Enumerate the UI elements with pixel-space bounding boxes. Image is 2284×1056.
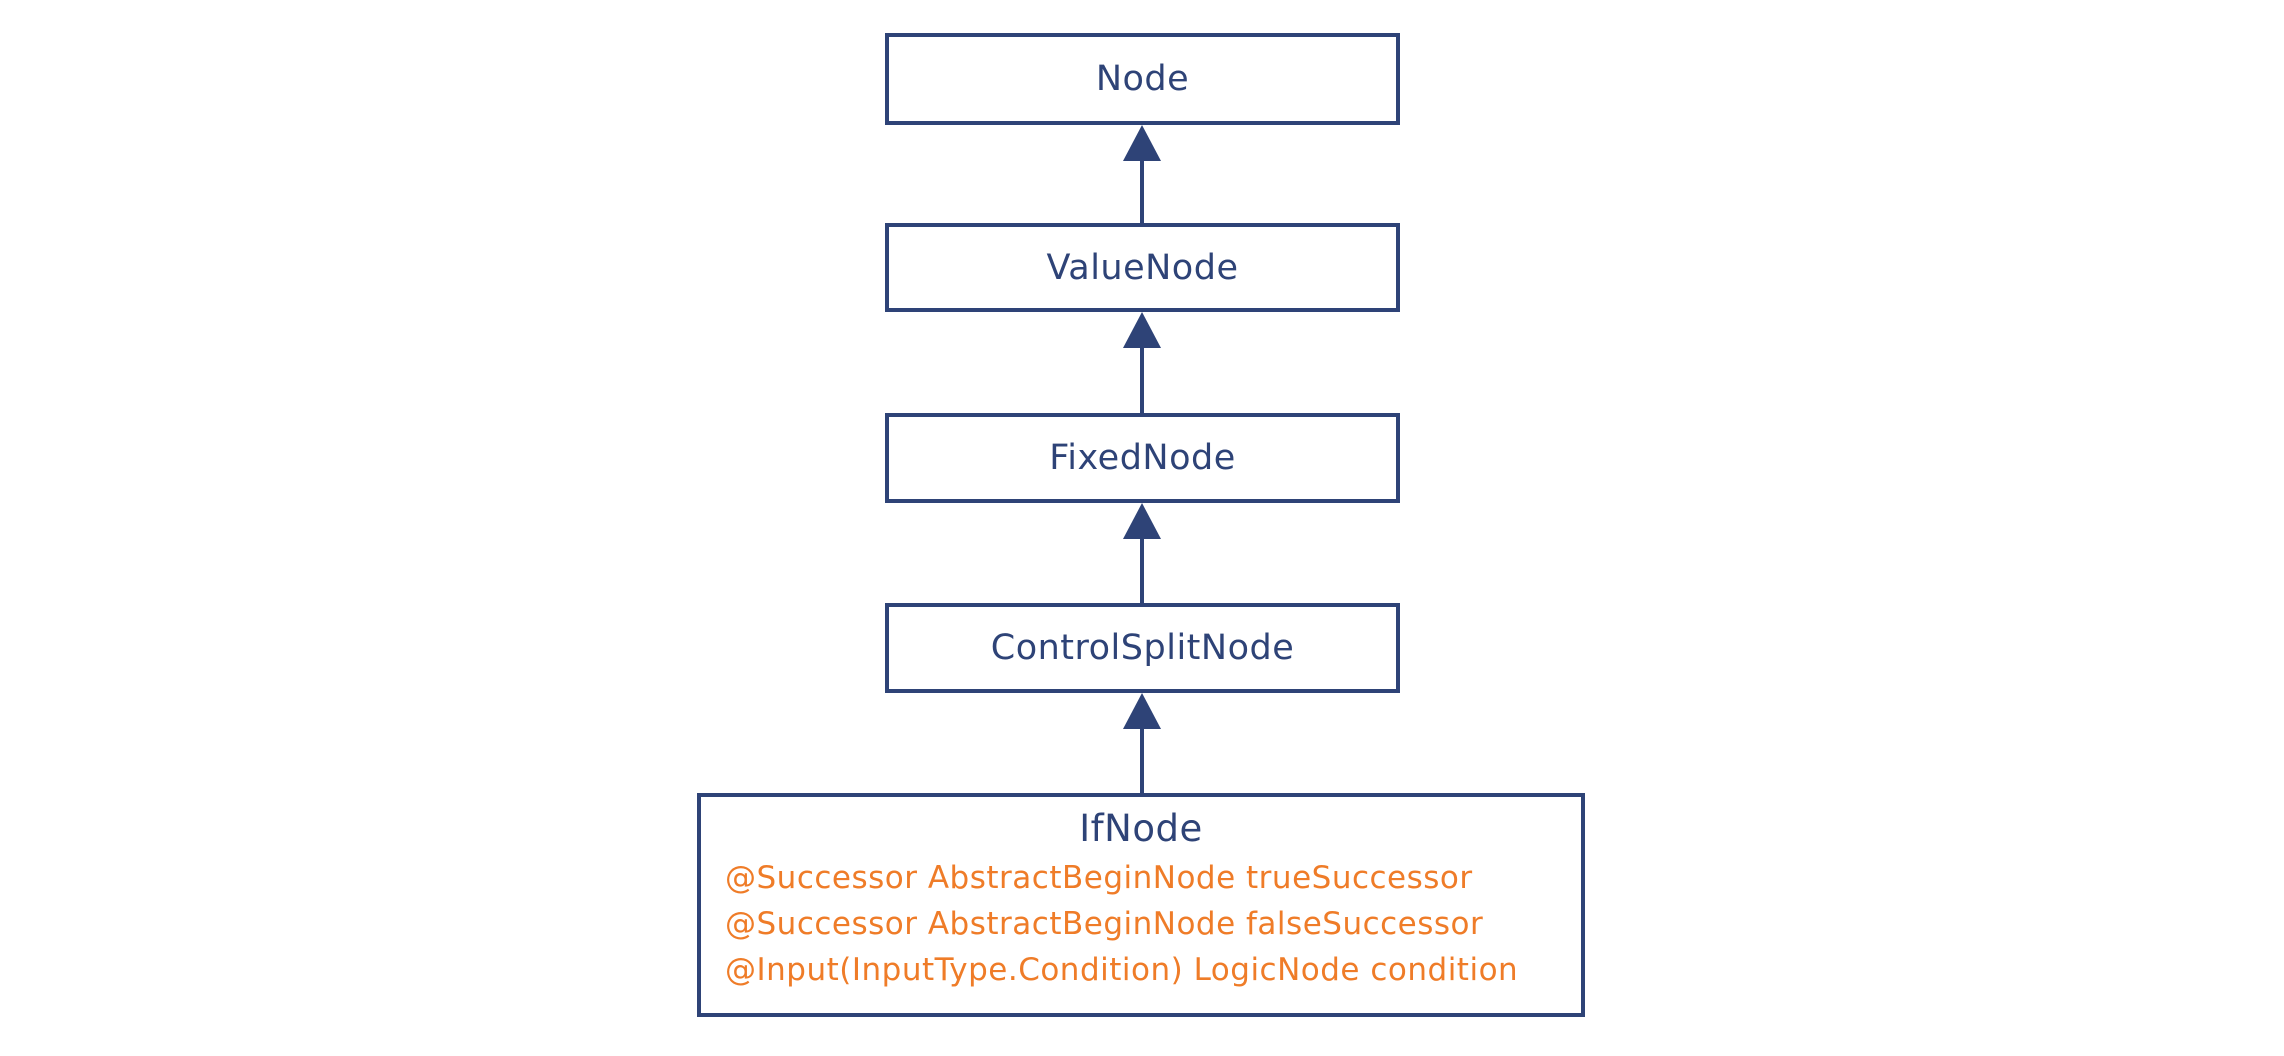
class-label: ValueNode <box>1046 247 1239 288</box>
class-label: ControlSplitNode <box>990 628 1295 668</box>
annotation-false-successor: @Successor AbstractBeginNode falseSucces… <box>725 906 1484 942</box>
class-label: IfNode <box>1079 807 1203 850</box>
class-box-fixednode: FixedNode <box>885 413 1400 503</box>
class-label: Node <box>1095 59 1190 99</box>
inheritance-arrow-valuenode-to-node <box>1123 125 1161 223</box>
arrow-head-icon <box>1123 503 1161 539</box>
arrow-head-icon <box>1123 693 1161 729</box>
inheritance-arrow-fixednode-to-valuenode <box>1123 312 1161 413</box>
arrow-line <box>1140 729 1144 793</box>
arrow-line <box>1140 539 1144 603</box>
class-box-valuenode: ValueNode <box>885 223 1400 312</box>
inheritance-arrow-controlsplitnode-to-fixednode <box>1123 503 1161 603</box>
inheritance-arrow-ifnode-to-controlsplitnode <box>1123 693 1161 793</box>
annotation-true-successor: @Successor AbstractBeginNode trueSuccess… <box>725 860 1473 896</box>
class-box-controlsplitnode: ControlSplitNode <box>885 603 1400 693</box>
ifnode-annotations: @Successor AbstractBeginNode trueSuccess… <box>701 855 1581 993</box>
class-box-node: Node <box>885 33 1400 125</box>
class-box-ifnode: IfNode @Successor AbstractBeginNode true… <box>697 793 1585 1017</box>
class-label: FixedNode <box>1049 438 1236 478</box>
arrow-head-icon <box>1123 125 1161 161</box>
arrow-line <box>1140 348 1144 413</box>
annotation-condition-input: @Input(InputType.Condition) LogicNode co… <box>725 952 1519 988</box>
arrow-head-icon <box>1123 312 1161 348</box>
arrow-line <box>1140 161 1144 223</box>
